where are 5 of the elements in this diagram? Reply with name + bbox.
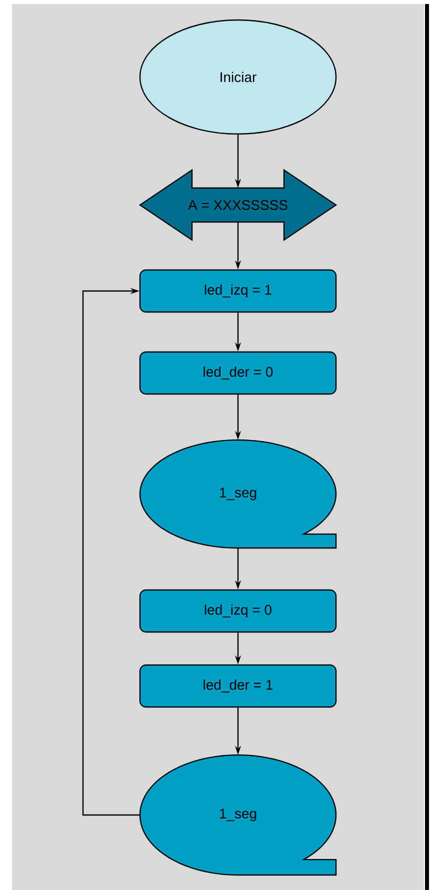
arrow <box>82 288 140 816</box>
process-box: led_izq = 0 <box>139 589 337 633</box>
process-box: led_izq = 1 <box>139 269 337 313</box>
process-box: led_der = 1 <box>139 664 337 708</box>
process-box: led_der = 0 <box>139 351 337 395</box>
